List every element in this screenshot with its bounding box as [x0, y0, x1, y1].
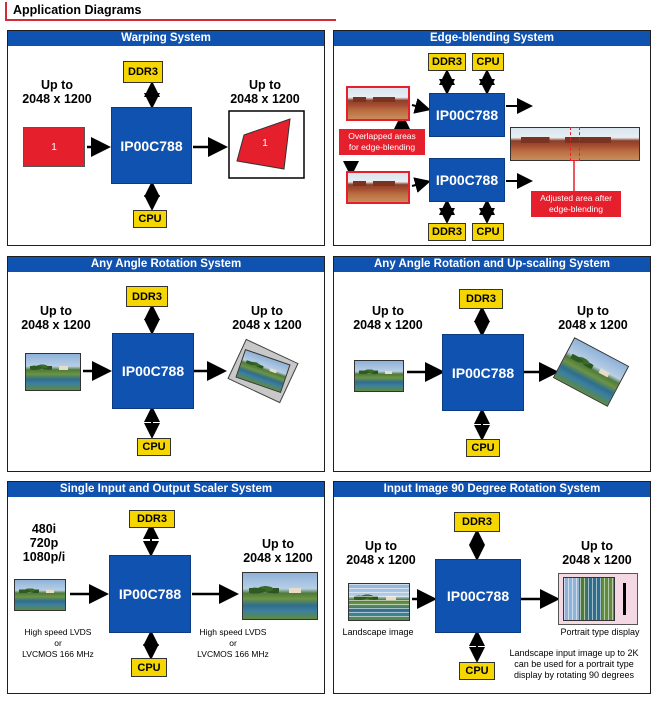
input-image: [25, 353, 81, 391]
ip00c788-chip: IP00C788: [109, 555, 191, 633]
rotated-image: [563, 577, 615, 621]
input-image-top: [346, 86, 410, 121]
output-interface-note: High speed LVDS or LVCMOS 166 MHz: [197, 627, 269, 659]
panel-title: Input Image 90 Degree Rotation System: [334, 482, 650, 497]
ddr3-tag: DDR3: [428, 223, 466, 241]
warping-connectors: [87, 81, 305, 211]
ddr3-tag: DDR3: [126, 286, 168, 307]
input-image: [354, 360, 404, 392]
input-image-bottom: [346, 171, 410, 204]
ip00c788-chip-top: IP00C788: [429, 93, 505, 137]
ddr3-tag: DDR3: [428, 53, 466, 71]
overlap-note: Overlapped areas for edge-blending: [339, 129, 425, 155]
ip00c788-chip: IP00C788: [112, 333, 194, 409]
input-image: [14, 579, 66, 611]
panel-title: Warping System: [8, 31, 324, 46]
adjusted-area-marker: [570, 127, 580, 161]
output-image: [235, 349, 291, 393]
panel-title: Any Angle Rotation and Up-scaling System: [334, 257, 650, 272]
page-header: Application Diagrams: [0, 0, 336, 22]
rotation-connectors: [83, 304, 227, 439]
scaler-connectors: [70, 523, 239, 660]
ip00c788-chip: IP00C788: [111, 107, 192, 184]
portrait-caption: Portrait type display: [560, 627, 640, 637]
ddr3-tag: DDR3: [459, 289, 503, 309]
panel-title: Single Input and Output Scaler System: [8, 482, 324, 497]
ddr3-tag: DDR3: [454, 512, 500, 532]
panel-scaler: Single Input and Output Scaler System 48…: [7, 481, 325, 694]
cpu-tag: CPU: [472, 223, 504, 241]
ddr3-tag: DDR3: [129, 510, 175, 528]
blended-output-image: [510, 127, 640, 161]
landscape-input-image: [348, 583, 410, 621]
input-formats: 480i 720p 1080p/i: [22, 522, 66, 564]
landscape-caption: Landscape image: [342, 627, 414, 637]
cpu-tag: CPU: [131, 658, 167, 677]
input-image-box: 1: [23, 127, 85, 167]
ip00c788-chip: IP00C788: [435, 559, 521, 633]
header-accent: [5, 2, 7, 19]
cpu-tag: CPU: [472, 53, 504, 71]
panel-title: Any Angle Rotation System: [8, 257, 324, 272]
panel-rotation-90: Input Image 90 Degree Rotation System Up…: [333, 481, 651, 694]
display-bar: [623, 583, 626, 615]
adjusted-note: Adjusted area after edge-blending: [531, 191, 621, 217]
rotation-note: Landscape input image up to 2K can be us…: [509, 648, 639, 680]
panel-rotation-upscale: Any Angle Rotation and Up-scaling System…: [333, 256, 651, 472]
warped-image-number: 1: [262, 138, 268, 149]
header-rule: [5, 19, 336, 21]
panel-title: Edge-blending System: [334, 31, 650, 46]
ip00c788-chip: IP00C788: [442, 334, 524, 411]
cpu-tag: CPU: [133, 210, 167, 228]
cpu-tag: CPU: [466, 439, 500, 457]
cpu-tag: CPU: [459, 662, 495, 680]
output-image: [242, 572, 318, 620]
cpu-tag: CPU: [137, 438, 171, 456]
portrait-display: [558, 573, 638, 625]
page-title: Application Diagrams: [13, 3, 142, 17]
rotation-upscale-connectors: [407, 306, 559, 441]
ip00c788-chip-bottom: IP00C788: [429, 158, 505, 202]
rotation-90-connectors: [412, 529, 560, 663]
input-interface-note: High speed LVDS or LVCMOS 166 MHz: [22, 627, 94, 659]
ddr3-tag: DDR3: [123, 61, 163, 83]
panel-edge-blending: Edge-blending System DDR3 CPU IP00C788 I…: [333, 30, 651, 246]
